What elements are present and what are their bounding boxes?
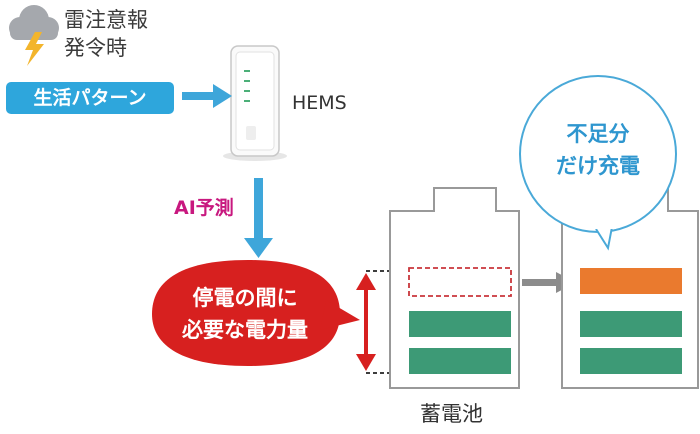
- battery-cell-full: [409, 311, 511, 337]
- life-pattern-arrow: [182, 84, 232, 108]
- ai-prediction-arrow: [244, 178, 273, 258]
- battery-label: 蓄電池: [420, 402, 483, 426]
- ai-prediction-label: AI予測: [174, 197, 234, 219]
- battery-cell-full: [409, 348, 511, 374]
- battery-cell-full: [580, 311, 682, 337]
- lightning-warning-text: 雷注意報 発令時: [64, 8, 148, 60]
- outage-need-label: 停電の間に 必要な電力量: [182, 286, 308, 342]
- charge-bubble: [519, 75, 677, 251]
- hems-device-icon: [223, 45, 287, 161]
- battery-before: [389, 187, 520, 389]
- hems-label: HEMS: [292, 92, 347, 114]
- battery-cell-empty: [408, 267, 512, 297]
- battery-cell-charged: [580, 268, 682, 294]
- battery-cell-full: [580, 348, 682, 374]
- life-pattern-label: 生活パターン: [6, 82, 174, 114]
- thundercloud-icon: [9, 5, 59, 66]
- battery-after: [561, 187, 699, 389]
- charge-bubble-label: 不足分 だけ充電: [556, 122, 640, 178]
- required-amount-bracket: [356, 270, 406, 374]
- outage-need-balloon: [152, 260, 360, 366]
